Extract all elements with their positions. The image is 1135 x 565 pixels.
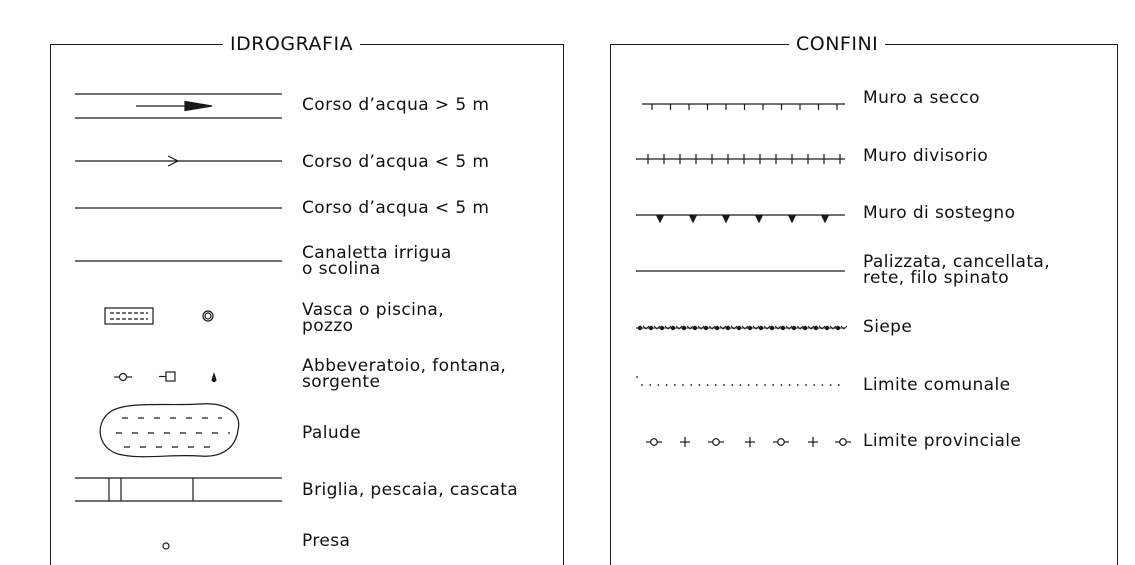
label-limite-provinciale: Limite provinciale [863,431,1022,451]
label-muro-divisorio: Muro divisorio [863,146,989,166]
label-briglia: Briglia, pescaia, cascata [302,480,519,500]
label-vasca-line1: Vasca o piscina, [302,300,444,320]
label-limite-comunale: Limite comunale [863,375,1011,395]
label-palude: Palude [302,423,362,443]
idrografia-panel: IDROGRAFIA [50,32,564,565]
idrografia-title: IDROGRAFIA [223,32,361,56]
label-canaletta-line1: Canaletta irrigua [302,243,452,263]
label-canaletta-line2: o scolina [302,259,381,279]
label-palizzata-line2: rete, filo spinato [863,268,1010,288]
label-abbeveratoio-line1: Abbeveratoio, fontana, [302,356,507,376]
label-muro-secco: Muro a secco [863,88,980,108]
label-corso-acqua-piccolo-2: Corso d’acqua < 5 m [302,198,490,218]
label-palizzata-line1: Palizzata, cancellata, [863,252,1051,272]
label-presa: Presa [302,531,351,551]
label-muro-sostegno: Muro di sostegno [863,203,1016,223]
confini-title: CONFINI [789,32,886,56]
confini-panel: CONFINI [610,32,1118,565]
label-vasca-line2: pozzo [302,316,354,336]
label-corso-acqua-piccolo-1: Corso d’acqua < 5 m [302,152,490,172]
label-siepe: Siepe [863,317,913,337]
label-abbeveratoio-line2: sorgente [302,372,381,392]
label-corso-acqua-grande: Corso d’acqua > 5 m [302,95,490,115]
